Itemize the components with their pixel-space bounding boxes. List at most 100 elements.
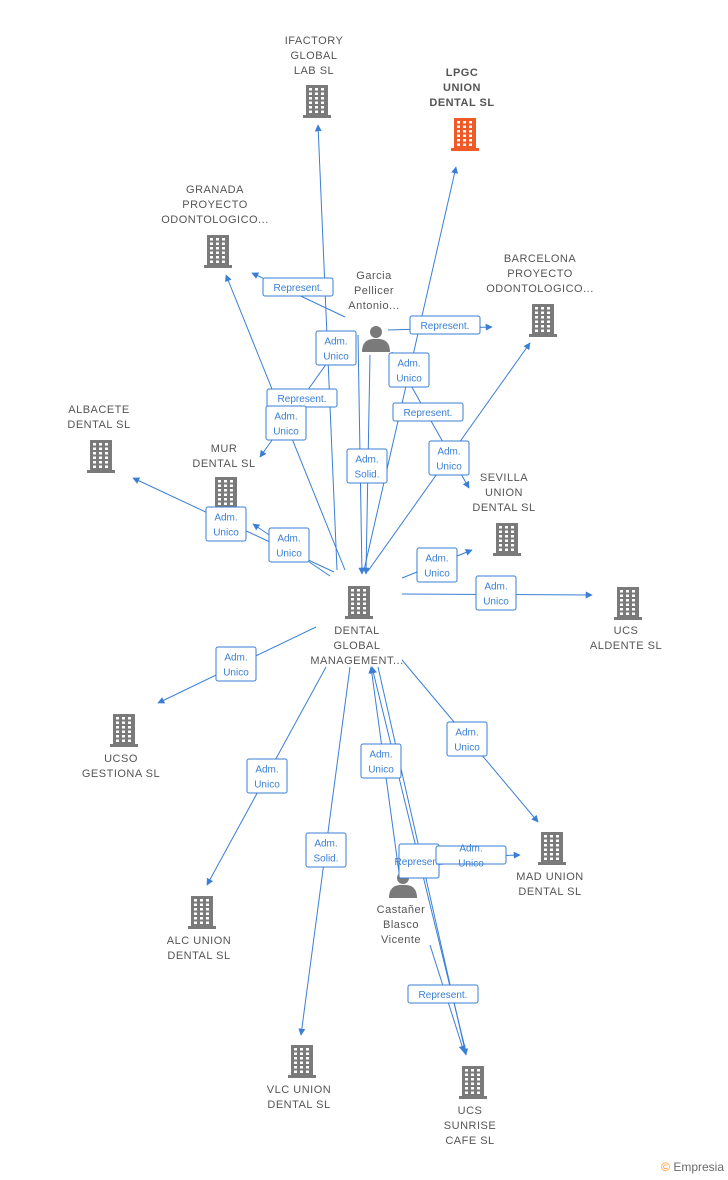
badge-label: Adm.	[277, 534, 300, 545]
brand-name: Empresia	[673, 1160, 724, 1174]
node-label: GRANADA	[186, 184, 244, 196]
node-label: DENTAL SL	[67, 419, 130, 431]
node-label: MANAGEMENT...	[310, 655, 403, 667]
badge-box	[392, 402, 464, 422]
relation-badge[interactable]: Adm.Unico	[446, 721, 488, 757]
company-node-albacete[interactable]: ALBACETE DENTAL SL	[67, 404, 130, 473]
node-label: VLC UNION	[267, 1084, 331, 1096]
badge-label: Solid.	[313, 854, 338, 865]
relation-badge[interactable]: Adm. Solid.	[305, 832, 347, 868]
badges-layer: Represent.Represent.Adm.UnicoAdm.UnicoRe…	[205, 277, 517, 1004]
node-label: Castañer	[377, 904, 426, 916]
badge-label: Unico	[436, 462, 462, 473]
company-node-barcelona[interactable]: BARCELONA PROYECTO ODONTOLOGICO...	[486, 253, 594, 337]
building-icon	[110, 714, 138, 747]
badge-label: Adm.	[437, 447, 460, 458]
node-label: GLOBAL	[290, 50, 337, 62]
badge-label: Adm.	[214, 513, 237, 524]
badge-label: Represent.	[404, 408, 453, 419]
relation-badge[interactable]: Adm. Unico	[428, 440, 470, 476]
relation-badge[interactable]: Adm.Unico	[215, 646, 257, 682]
company-node-granada[interactable]: GRANADAPROYECTOODONTOLOGICO...	[161, 184, 269, 268]
relation-badge[interactable]: Adm.Unico	[416, 547, 458, 583]
badge-box	[435, 845, 507, 865]
badge-box	[360, 743, 402, 779]
badge-box	[315, 330, 357, 366]
relation-badge[interactable]: Adm.Unico	[388, 352, 430, 388]
node-label: MUR	[211, 443, 238, 455]
node-label: BARCELONA	[504, 253, 577, 265]
badge-label: Solid.	[354, 470, 379, 481]
node-label: PROYECTO	[507, 268, 573, 280]
badge-label: Unico	[254, 780, 280, 791]
badge-box	[409, 315, 481, 335]
badge-label: Adm.	[314, 839, 337, 850]
building-icon	[529, 304, 557, 337]
building-icon	[459, 1066, 487, 1099]
company-node-mad[interactable]: MAD UNION DENTAL SL	[516, 832, 583, 898]
node-label: UNION	[485, 487, 523, 499]
relation-badge[interactable]: Adm.Unico	[315, 330, 357, 366]
relation-badge[interactable]: Represent.	[262, 277, 334, 297]
badge-box	[416, 547, 458, 583]
relation-badge[interactable]: Adm.Unico	[246, 758, 288, 794]
node-label: Blasco	[383, 919, 419, 931]
node-label: ODONTOLOGICO...	[486, 283, 594, 295]
relation-badge[interactable]: Adm.Unico	[360, 743, 402, 779]
badge-box	[262, 277, 334, 297]
relation-badge[interactable]: Represent.	[392, 402, 464, 422]
badge-box	[346, 448, 388, 484]
node-label: SEVILLA	[480, 472, 528, 484]
badge-box	[246, 758, 288, 794]
building-icon	[204, 235, 232, 268]
node-label: LPGC	[446, 67, 479, 79]
relation-badge[interactable]: Adm.Unico	[205, 506, 247, 542]
relation-badge[interactable]: Represent.	[407, 984, 479, 1004]
badge-label: Unico	[396, 374, 422, 385]
relation-badge[interactable]: Represent.	[266, 388, 338, 408]
watermark: © Empresia	[661, 1160, 724, 1174]
relation-badge[interactable]: Adm.Unico	[475, 575, 517, 611]
building-icon	[451, 118, 479, 151]
node-label: UCS	[614, 625, 639, 637]
node-label: ALBACETE	[68, 404, 129, 416]
relation-badge[interactable]: Adm.Unico	[265, 405, 307, 441]
node-label: DENTAL SL	[518, 886, 581, 898]
relation-badge[interactable]: Adm.Solid.	[346, 448, 388, 484]
node-label: Pellicer	[354, 285, 394, 297]
person-node-garcia[interactable]: GarciaPellicerAntonio...	[348, 270, 399, 352]
badge-label: Unico	[483, 597, 509, 608]
building-icon	[614, 587, 642, 620]
badge-label: Adm.	[425, 554, 448, 565]
relation-badge[interactable]: Adm.Unico	[268, 527, 310, 563]
badge-box	[475, 575, 517, 611]
relation-badge[interactable]: Represent.	[409, 315, 481, 335]
badge-box	[265, 405, 307, 441]
node-label: MAD UNION	[516, 871, 583, 883]
node-label: ODONTOLOGICO...	[161, 214, 269, 226]
node-label: DENTAL SL	[267, 1099, 330, 1111]
relation-badge[interactable]: Adm.Unico	[435, 844, 507, 870]
company-node-dgm[interactable]: DENTALGLOBALMANAGEMENT...	[310, 586, 403, 667]
person-icon	[362, 326, 390, 352]
node-label: Vicente	[381, 934, 421, 946]
node-label: LAB SL	[294, 65, 334, 77]
badge-label: Adm.	[324, 337, 347, 348]
node-label: Garcia	[356, 270, 392, 282]
node-label: GLOBAL	[333, 640, 380, 652]
badge-box	[305, 832, 347, 868]
building-icon	[493, 523, 521, 556]
badge-label: Represent.	[421, 321, 470, 332]
company-node-vlc[interactable]: VLC UNION DENTAL SL	[267, 1045, 331, 1111]
